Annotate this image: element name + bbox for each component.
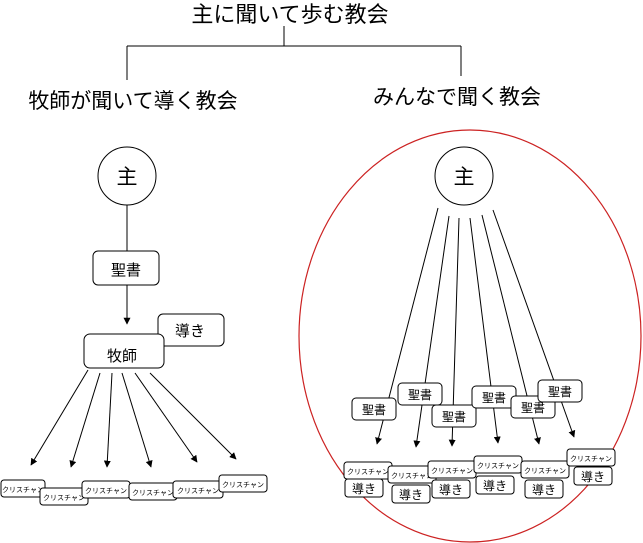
right-scripture-box-1 bbox=[351, 397, 397, 421]
right-member-label-1: クリスチャン bbox=[347, 468, 389, 476]
right-scripture-label-4: 聖書 bbox=[482, 391, 506, 405]
right-guidance-label-3: 導き bbox=[439, 483, 463, 497]
left-member-boxes: クリスチャン クリスチャン クリスチャン クリスチャン クリスチャン クリスチャ… bbox=[0, 474, 268, 506]
right-member-group-1: クリスチャン 導き bbox=[343, 461, 393, 498]
right-guidance-label-4: 導き bbox=[483, 479, 507, 493]
right-member-groups: クリスチャン 導き クリスチャン 導き クリスチャン 導き クリスチャン 導き bbox=[343, 448, 616, 504]
right-scripture-label-6: 聖書 bbox=[548, 385, 572, 399]
left-arrow-6 bbox=[149, 372, 237, 460]
right-member-box-5 bbox=[520, 460, 570, 479]
right-lord-label: 主 bbox=[454, 165, 475, 189]
left-guidance-box bbox=[157, 313, 225, 347]
right-heading: みんなで聞く教会 bbox=[373, 85, 541, 109]
right-guidance-label-2: 導き bbox=[399, 488, 423, 502]
left-pastor-box bbox=[83, 333, 165, 369]
right-lord-circle bbox=[434, 146, 494, 206]
right-member-label-4: クリスチャン bbox=[477, 462, 519, 470]
right-scripture-box-6 bbox=[537, 379, 583, 403]
right-member-group-2: クリスチャン 導き bbox=[387, 465, 437, 504]
right-guidance-box-1 bbox=[344, 478, 384, 498]
left-arrow-2 bbox=[69, 372, 101, 468]
right-scripture-label-3: 聖書 bbox=[442, 410, 466, 424]
right-guidance-label-1: 導き bbox=[352, 482, 376, 496]
left-arrow-1 bbox=[30, 369, 89, 466]
right-arrow-2 bbox=[413, 215, 450, 448]
right-member-box-6 bbox=[566, 448, 616, 467]
right-scripture-label-5: 聖書 bbox=[521, 401, 545, 415]
right-guidance-box-5 bbox=[524, 479, 564, 499]
title-connector bbox=[126, 26, 462, 80]
right-scripture-label-2: 聖書 bbox=[408, 388, 432, 402]
right-scripture-box-2 bbox=[397, 382, 443, 406]
left-member-label-4: クリスチャン bbox=[132, 489, 174, 497]
left-member-label-5: クリスチャン bbox=[177, 487, 219, 495]
left-member-label-1: クリスチャン bbox=[2, 486, 44, 494]
right-model: 主 聖書 聖書 聖書 聖書 聖書 聖書 クリス bbox=[298, 129, 642, 543]
left-arrow-4 bbox=[121, 372, 153, 468]
right-member-label-6: クリスチャン bbox=[570, 455, 612, 463]
right-guidance-label-6: 導き bbox=[581, 470, 605, 484]
right-member-group-6: クリスチャン 導き bbox=[566, 448, 616, 486]
left-model: 主 聖書 導き 牧師 クリスチャン クリスチャン クリスチャン クリスチャン bbox=[0, 146, 268, 506]
left-member-label-3: クリスチャン bbox=[85, 487, 127, 495]
left-member-label-2: クリスチャン bbox=[43, 494, 85, 502]
left-pastor-arrows bbox=[30, 369, 237, 468]
left-guidance-label: 導き bbox=[175, 322, 205, 340]
right-scripture-label-1: 聖書 bbox=[362, 403, 386, 417]
right-member-group-3: クリスチャン 導き bbox=[427, 460, 477, 499]
right-guidance-box-6 bbox=[573, 466, 613, 486]
left-arrow-5 bbox=[134, 372, 198, 463]
right-member-group-4: クリスチャン 導き bbox=[473, 455, 523, 495]
left-heading: 牧師が聞いて導く教会 bbox=[28, 89, 237, 113]
right-member-group-5: クリスチャン 導き bbox=[520, 460, 570, 499]
left-member-label-6: クリスチャン bbox=[222, 481, 264, 489]
left-scripture-label: 聖書 bbox=[111, 261, 141, 279]
right-guidance-box-3 bbox=[431, 479, 471, 499]
right-member-label-2: クリスチャン bbox=[391, 472, 433, 480]
left-member-box-6 bbox=[218, 474, 268, 493]
right-member-label-3: クリスチャン bbox=[431, 467, 473, 475]
right-scripture-box-3 bbox=[431, 404, 477, 428]
left-pastor-label: 牧師 bbox=[107, 347, 137, 365]
diagram-title: 主に聞いて歩む教会 bbox=[191, 3, 388, 28]
right-scripture-boxes: 聖書 聖書 聖書 聖書 聖書 聖書 bbox=[351, 379, 583, 428]
left-scripture-box bbox=[92, 250, 160, 286]
left-arrow-3 bbox=[103, 372, 113, 468]
community-ellipse bbox=[298, 129, 642, 543]
right-guidance-label-5: 導き bbox=[532, 483, 556, 497]
right-guidance-box-4 bbox=[475, 475, 515, 495]
right-member-label-5: クリスチャン bbox=[524, 467, 566, 475]
left-lord-label: 主 bbox=[117, 165, 138, 189]
right-guidance-box-2 bbox=[391, 484, 431, 504]
